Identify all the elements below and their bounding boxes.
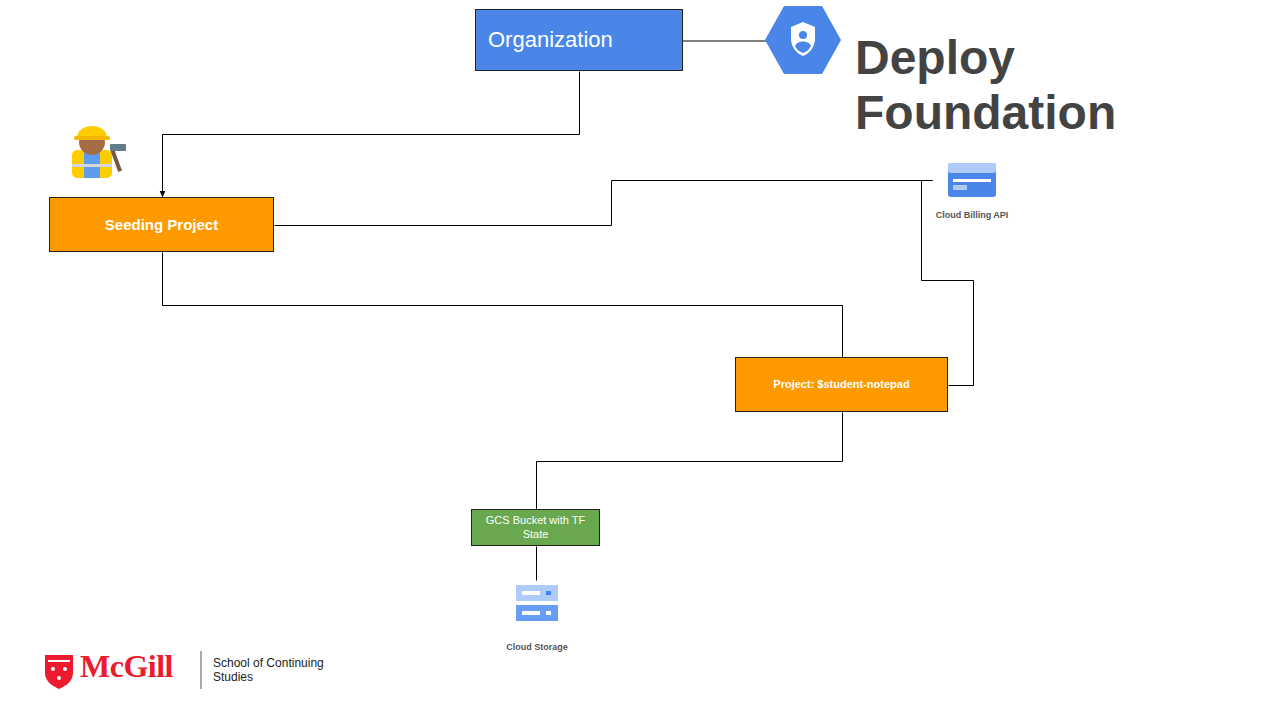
node-text: Cloud Storage — [506, 642, 568, 652]
connector — [163, 72, 580, 198]
iam-shield-icon — [765, 6, 841, 74]
logo-divider — [201, 651, 202, 689]
slide-title: Deploy Foundation — [855, 30, 1155, 140]
node-text: Organization — [488, 27, 613, 53]
logo-wordmark: McGill — [80, 648, 173, 685]
mcgill-crest — [45, 655, 73, 689]
storage-icon — [514, 582, 560, 624]
builder-figure — [72, 126, 126, 178]
billing-icon-node: Cloud Billing API — [932, 160, 1012, 220]
node-text: Cloud Billing API — [936, 210, 1009, 220]
connector — [536, 547, 537, 581]
billing-icon — [947, 160, 997, 200]
org-box: Organization — [475, 9, 683, 71]
process-box: Seeding Project — [49, 197, 274, 252]
process-box: Project: $student-notepad — [735, 357, 948, 412]
storage-box: GCS Bucket with TF State — [471, 509, 600, 546]
connector — [537, 413, 843, 510]
node-text: GCS Bucket with TF State — [480, 514, 591, 540]
storage-icon-node: Cloud Storage — [495, 580, 579, 652]
connector — [163, 253, 843, 358]
logo-subtitle: School of Continuing Studies — [213, 656, 338, 685]
node-text: Seeding Project — [105, 216, 218, 234]
connector — [275, 181, 933, 226]
org-shield-line — [683, 41, 768, 42]
node-text: Project: $student-notepad — [773, 378, 909, 391]
